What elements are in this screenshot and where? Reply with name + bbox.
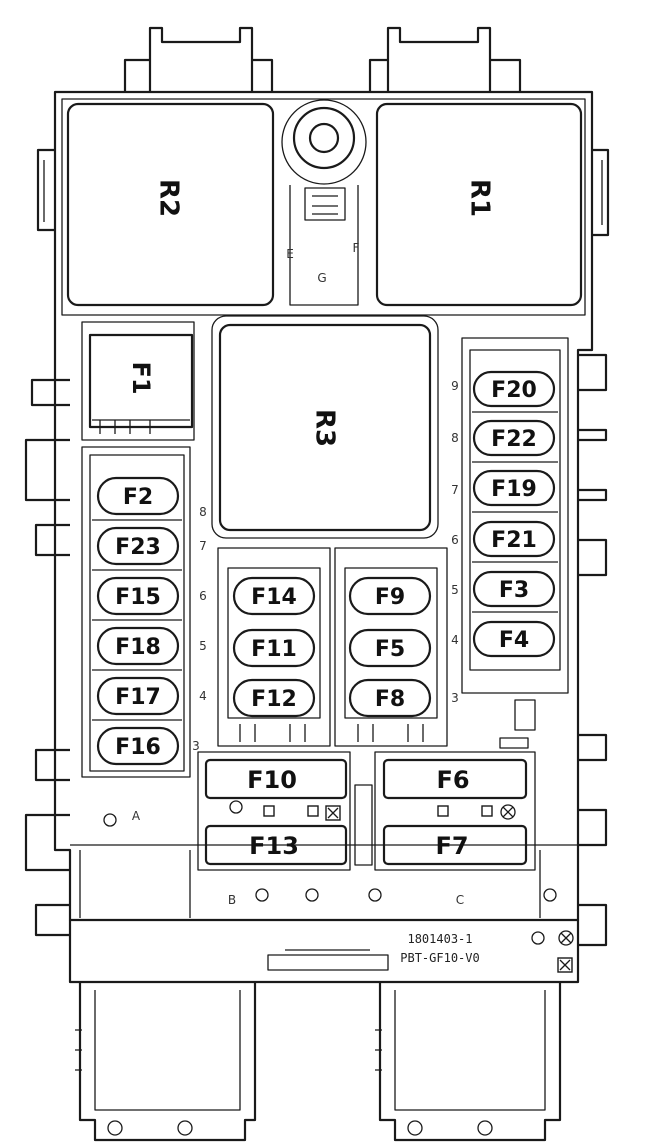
slot-number: 6 [451, 533, 459, 547]
relay-r1-label: R1 [465, 179, 495, 217]
fuse-f23-label: F23 [115, 535, 161, 560]
fuse-f19-label: F19 [491, 477, 537, 502]
center-left-fuse-column [217, 547, 331, 747]
fuse-f8 [348, 678, 432, 718]
slot-number: 5 [199, 639, 207, 653]
slot-number: 3 [192, 739, 200, 753]
fuse-f12 [232, 678, 316, 718]
fuse-f3-label: F3 [499, 578, 529, 603]
fuse-f6 [382, 758, 528, 800]
fuse-f4 [472, 620, 556, 658]
fuse-f18-label: F18 [115, 635, 161, 660]
fuse-f1-slot [81, 321, 195, 441]
fuse-f3 [472, 570, 556, 608]
part-code-line2: PBT-GF10-V0 [400, 951, 479, 965]
fuse-f20 [472, 370, 556, 408]
bottom-fuse-block [197, 751, 536, 871]
side-clips [24, 148, 610, 947]
fuse-f18 [96, 626, 180, 666]
fuse-f21 [472, 520, 556, 558]
slot-number: 5 [451, 583, 459, 597]
fuse-f15-label: F15 [115, 585, 161, 610]
fuse-f2 [96, 476, 180, 516]
fuse-f16 [96, 726, 180, 766]
fuse-f20-label: F20 [491, 378, 537, 403]
connector-b-label: B [228, 893, 236, 907]
fuse-f9-label: F9 [375, 585, 405, 610]
slot-number: 4 [451, 633, 459, 647]
fuse-f13-label: F13 [249, 832, 299, 860]
fuse-f10 [204, 758, 348, 800]
fuse-f12-label: F12 [251, 687, 297, 712]
fuse-f10-label: F10 [247, 766, 297, 794]
center-connector-efg [289, 185, 359, 306]
relay-r2-label: R2 [154, 179, 184, 217]
fuse-f16-label: F16 [115, 735, 161, 760]
fuse-f21-label: F21 [491, 528, 537, 553]
slot-number: 7 [451, 483, 459, 497]
fuse-f5 [348, 628, 432, 668]
fuse-f11 [232, 628, 316, 668]
fuse-f14-label: F14 [251, 585, 297, 610]
relay-frame [61, 98, 586, 316]
relay-r1 [375, 102, 583, 307]
slot-number: 8 [451, 431, 459, 445]
fuse-f4-label: F4 [499, 628, 529, 653]
fuse-f14 [232, 576, 316, 616]
connector-f-label: F [353, 241, 360, 255]
slot-number: 8 [199, 505, 207, 519]
right-fuse-column [461, 337, 569, 749]
connector-g-label: G [317, 271, 326, 285]
left-fuse-column [81, 446, 191, 778]
fuse-f22-label: F22 [491, 427, 537, 452]
lower-housing [68, 813, 580, 984]
mounting-hole [281, 99, 367, 185]
fuse-f17 [96, 676, 180, 716]
fuse-f2-label: F2 [123, 485, 153, 510]
part-code-line1: 1801403-1 [407, 932, 472, 946]
fuse-f5-label: F5 [375, 637, 405, 662]
fuse-f8-label: F8 [375, 687, 405, 712]
fuse-f23 [96, 526, 180, 566]
connector-e-label: E [286, 247, 294, 261]
fuse-f6-label: F6 [436, 766, 469, 794]
bottom-connectors [75, 982, 562, 1142]
fuse-f1-label: F1 [127, 361, 155, 394]
fuse-f11-label: F11 [251, 637, 297, 662]
slot-number: 7 [199, 539, 207, 553]
fuse-f15 [96, 576, 180, 616]
slot-number: 9 [451, 379, 459, 393]
connector-c-label: C [456, 893, 464, 907]
fuse-f22 [472, 419, 556, 457]
slot-number: 3 [451, 691, 459, 705]
connector-a-label: A [132, 809, 141, 823]
fuse-f19 [472, 469, 556, 507]
slot-number: 4 [199, 689, 207, 703]
fuse-f9 [348, 576, 432, 616]
fuse-f17-label: F17 [115, 685, 161, 710]
relay-r2 [66, 102, 275, 307]
relay-r3-label: R3 [310, 409, 340, 447]
fuse-f7-label: F7 [435, 832, 468, 860]
relay-r3 [218, 323, 432, 532]
center-right-fuse-column [334, 547, 448, 747]
fuse-f1 [88, 333, 194, 429]
slot-number: 6 [199, 589, 207, 603]
top-mounting-tabs [123, 26, 522, 92]
